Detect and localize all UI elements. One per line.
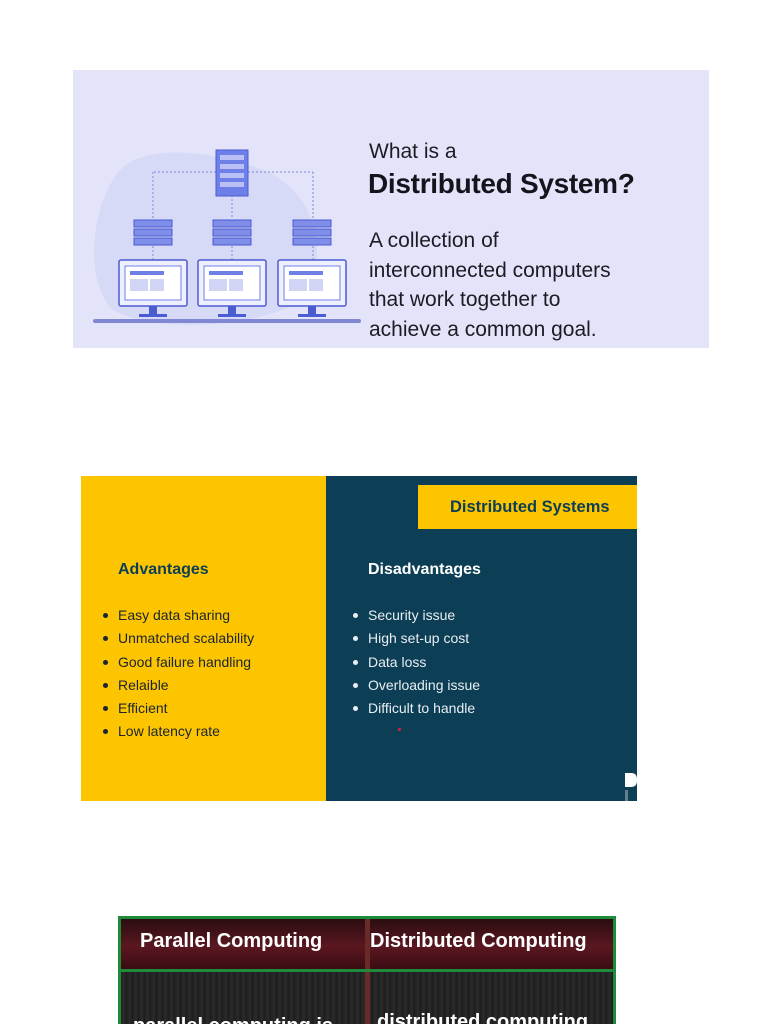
- network-diagram-illustration: [93, 149, 361, 325]
- parallel-vs-distributed-table: Parallel Computing Distributed Computing…: [118, 916, 616, 1024]
- header-cell-distributed: [370, 919, 613, 969]
- list-item: Unmatched scalability: [102, 627, 254, 650]
- description-line: that work together to: [369, 288, 561, 311]
- logo-icon: [625, 773, 637, 801]
- rack-server-icon-right: [292, 219, 332, 246]
- advantages-list: Easy data sharing Unmatched scalability …: [102, 604, 254, 744]
- list-item: Security issue: [352, 604, 480, 627]
- desk-line: [93, 319, 361, 323]
- cell-distributed-text: distributed computing: [377, 1011, 589, 1024]
- distributed-system-figure: What is a Distributed System? A collecti…: [73, 70, 709, 348]
- description-line: A collection of: [369, 229, 499, 252]
- advantages-panel: [81, 476, 326, 801]
- rack-server-icon-center: [212, 219, 252, 246]
- rack-server-icon-left: [133, 219, 173, 246]
- list-item: Difficult to handle: [352, 697, 480, 720]
- main-server-icon: [215, 149, 249, 197]
- header-parallel-computing: Parallel Computing: [140, 930, 323, 952]
- advantages-heading: Advantages: [118, 561, 209, 578]
- list-item: High set-up cost: [352, 627, 480, 650]
- header-distributed-computing: Distributed Computing: [370, 930, 587, 952]
- banner: Distributed Systems: [418, 485, 637, 529]
- list-item: Low latency rate: [102, 720, 254, 743]
- list-item: Efficient: [102, 697, 254, 720]
- list-item: Good failure handling: [102, 651, 254, 674]
- red-dot-mark: [398, 728, 401, 731]
- advantages-disadvantages-figure: Distributed Systems Advantages Easy data…: [81, 476, 637, 801]
- computer-monitor-icon-right: [277, 259, 347, 317]
- list-item: Data loss: [352, 651, 480, 674]
- description-line: achieve a common goal.: [369, 317, 597, 341]
- disadvantages-list: Security issue High set-up cost Data los…: [352, 604, 480, 720]
- heading-large: Distributed System?: [368, 168, 635, 199]
- computer-monitor-icon-center: [197, 259, 267, 317]
- list-item: Easy data sharing: [102, 604, 254, 627]
- row-divider: [121, 969, 613, 972]
- disadvantages-panel: [326, 476, 637, 801]
- list-item: Relaible: [102, 674, 254, 697]
- header-cell-parallel: [121, 919, 365, 969]
- banner-title: Distributed Systems: [450, 498, 610, 516]
- cell-parallel-text: parallel computing is: [133, 1015, 333, 1024]
- list-item: Overloading issue: [352, 674, 480, 697]
- heading-small: What is a: [369, 140, 457, 163]
- description-line: interconnected computers: [369, 258, 611, 282]
- description: A collection of interconnected computers…: [369, 226, 699, 344]
- disadvantages-heading: Disadvantages: [368, 561, 481, 578]
- computer-monitor-icon-left: [118, 259, 188, 317]
